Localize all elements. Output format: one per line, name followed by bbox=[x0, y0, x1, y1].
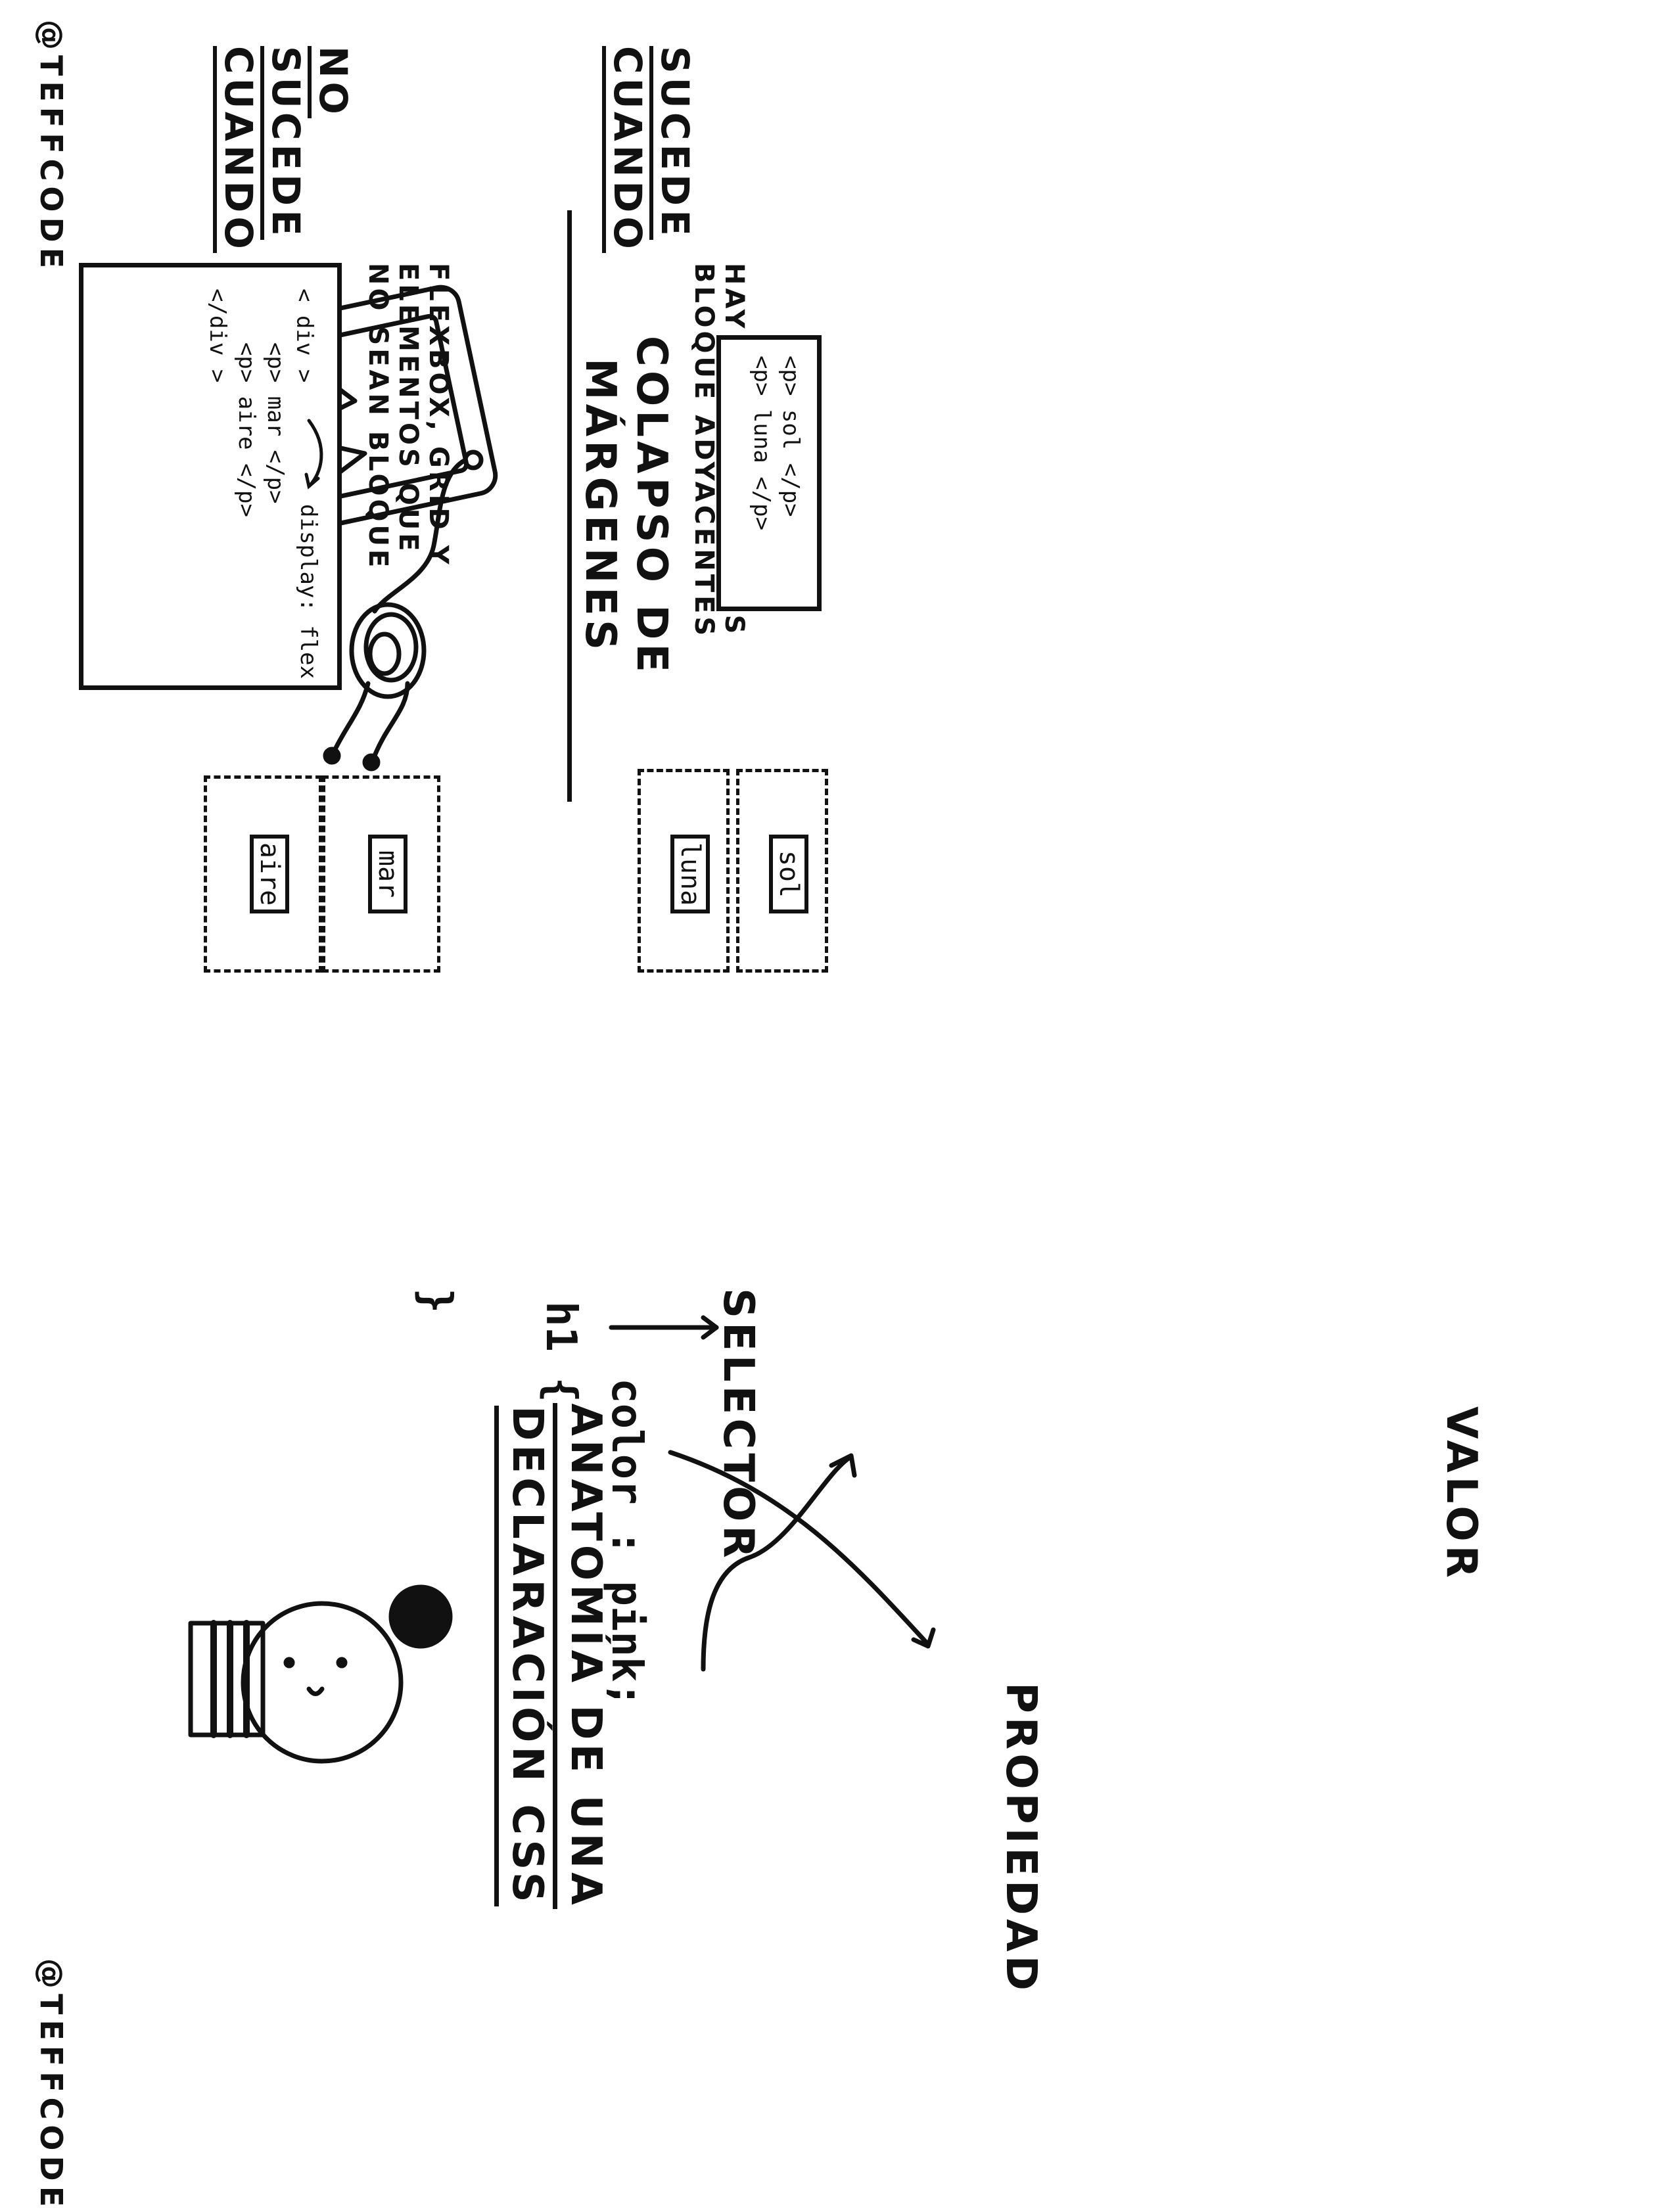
property-arrow bbox=[668, 1450, 929, 1646]
value-arrow bbox=[701, 1456, 850, 1672]
